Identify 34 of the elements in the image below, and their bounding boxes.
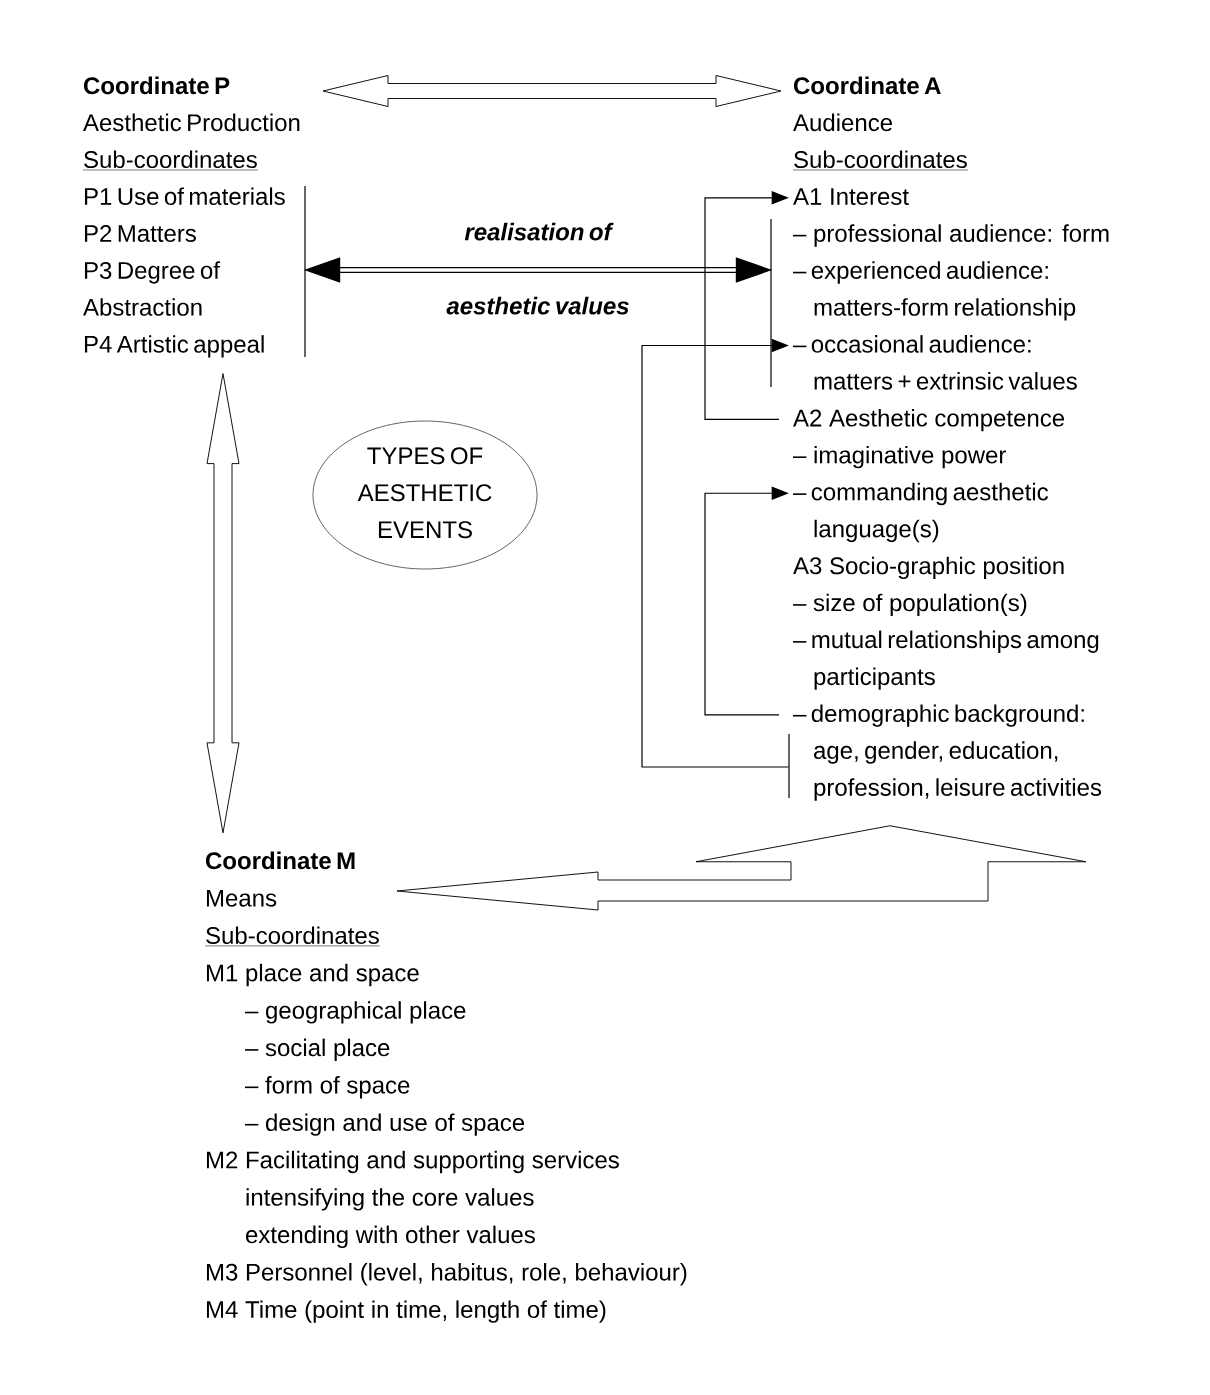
ellipse-label: TYPES OF AESTHETIC EVENTS [312, 420, 538, 570]
list-item: extending with other values [246, 1225, 535, 1248]
list-item: – commanding aesthetic language(s) [793, 482, 1049, 543]
elbow-arrow [641, 338, 789, 768]
hollow-arrow [396, 825, 1087, 911]
list-item: M4 Time (point in time, length of time) [206, 1300, 606, 1323]
bracket-line [788, 734, 790, 798]
heading-block: Coordinate A Audience Sub-coordinates [792, 76, 969, 171]
list-item: M3 Personnel (level, habitus, role, behaviour) [206, 1263, 687, 1286]
hollow-arrow [322, 75, 782, 107]
bracket-line [304, 186, 306, 357]
list-item: – design and use of space [245, 1113, 525, 1136]
category-label: A2 Aesthetic competence [793, 409, 1065, 432]
category-label: A1 Interest [793, 188, 909, 206]
list-item: – size of population(s) [793, 593, 1027, 616]
list-item: – mutual relationships among participants [793, 630, 1099, 690]
list-item: – experienced audience: matters-form relationship [793, 261, 1076, 321]
list-item: – demographic background: age, gender, education, profession, leisure activities [793, 704, 1102, 801]
heading-block: Coordinate P Aesthetic Production Sub-coordinates [82, 76, 300, 171]
hollow-arrow [206, 373, 240, 834]
heading-block: Coordinate M Means Sub-coordinates [204, 851, 381, 947]
list-item: – occasional audience: matters + extrinsic values [793, 335, 1077, 390]
list-item: – form of space [245, 1076, 410, 1099]
item-list: P1 Use of materials P2 Matters P3 Degree of Abstraction P4 Artistic appeal [83, 187, 285, 358]
edge-label: realisation of aesthetic values [446, 222, 629, 315]
list-item: intensifying the core values [246, 1188, 534, 1211]
list-item: – imaginative power [793, 445, 1006, 469]
category-label: A3 Socio-graphic position [793, 556, 1064, 580]
list-item: – professional audience: form [793, 224, 1109, 247]
list-item: – geographical place [245, 1001, 466, 1024]
list-item: – social place [245, 1038, 390, 1061]
double-arrow [303, 257, 773, 283]
bracket-line [770, 219, 772, 387]
list-item: M2 Facilitating and supporting services [206, 1150, 619, 1174]
